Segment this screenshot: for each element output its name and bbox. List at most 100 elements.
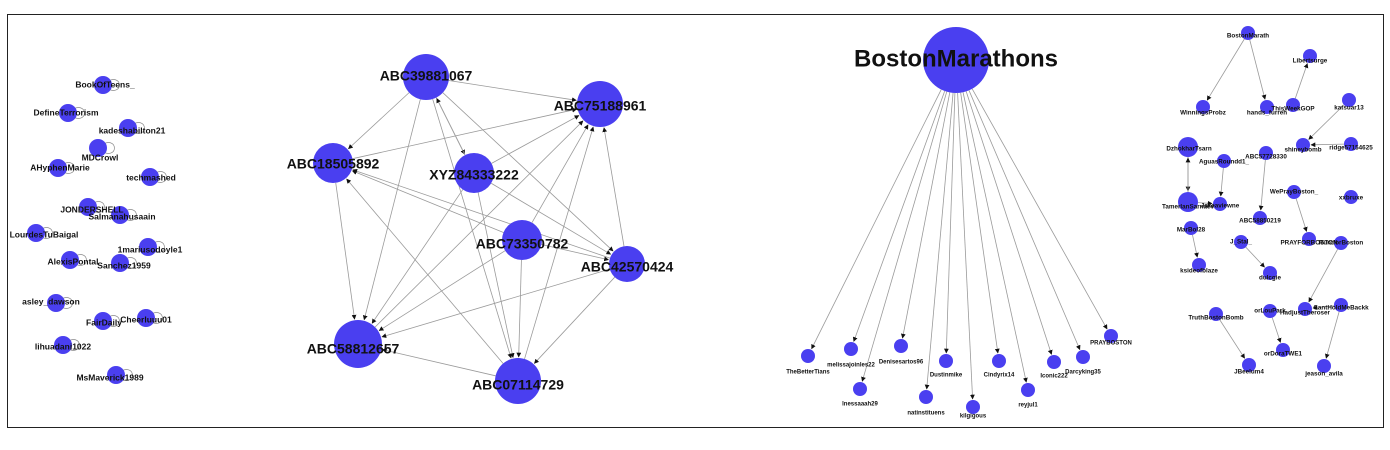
node-BM[interactable]	[923, 27, 989, 93]
node-label-A18: ABC18505892	[287, 156, 380, 172]
node-label-q3: WinningsProbz	[1180, 110, 1226, 117]
node-label-q5: ThisWeekGOP	[1271, 106, 1314, 113]
node-p1n14[interactable]	[137, 309, 155, 327]
node-label-q18: J_Stal_	[1230, 239, 1253, 246]
node-q23[interactable]	[1334, 298, 1348, 312]
node-label-q25: HadjustTheroser	[1280, 310, 1331, 317]
node-t9[interactable]	[1021, 383, 1035, 397]
node-label-p1n3: kadeshabilton21	[99, 125, 166, 135]
node-label-p1n8: Salmanahusaain	[88, 211, 155, 221]
node-q16[interactable]	[1344, 190, 1358, 204]
edge-A18-A58	[335, 182, 357, 320]
node-A73[interactable]	[502, 220, 542, 260]
edge-BM-t7	[957, 92, 975, 400]
node-q28[interactable]	[1242, 358, 1256, 372]
node-t4[interactable]	[894, 339, 908, 353]
node-label-p1n13: asley_dawson	[22, 296, 80, 306]
edge-q24-q27	[1271, 317, 1282, 343]
node-A58[interactable]	[334, 320, 382, 368]
node-p1n7[interactable]	[79, 198, 97, 216]
node-p1n10[interactable]	[139, 238, 157, 256]
node-p1n1[interactable]	[94, 76, 112, 94]
node-q24[interactable]	[1263, 304, 1277, 318]
node-q25[interactable]	[1298, 302, 1312, 316]
node-q4[interactable]	[1260, 100, 1274, 114]
node-t3[interactable]	[853, 382, 867, 396]
node-A75[interactable]	[577, 81, 623, 127]
node-q21[interactable]	[1192, 258, 1206, 272]
edge-A42-A07	[534, 276, 616, 364]
node-q29[interactable]	[1317, 359, 1331, 373]
node-q20[interactable]	[1334, 236, 1348, 250]
edge-q9-q15	[1258, 159, 1266, 211]
node-q18[interactable]	[1234, 235, 1248, 249]
edge-q1-q4	[1249, 39, 1267, 100]
node-p1n2[interactable]	[59, 104, 77, 122]
edge-A39-A42	[442, 92, 614, 252]
node-t5[interactable]	[919, 390, 933, 404]
node-p1n11[interactable]	[61, 251, 79, 269]
node-p1n3[interactable]	[119, 119, 137, 137]
node-q17[interactable]	[1184, 221, 1198, 235]
node-t1[interactable]	[801, 349, 815, 363]
edge-X84-A58	[371, 189, 464, 324]
node-A42[interactable]	[609, 246, 645, 282]
node-label-q1: BostonMarath	[1227, 33, 1269, 40]
node-q27[interactable]	[1276, 343, 1290, 357]
node-t6[interactable]	[939, 354, 953, 368]
node-label-BM: BostonMarathons	[854, 45, 1058, 72]
node-p1n13[interactable]	[47, 294, 65, 312]
node-q12[interactable]	[1178, 192, 1198, 212]
node-t10[interactable]	[1047, 355, 1061, 369]
node-label-q9: ABC57728330	[1245, 154, 1287, 161]
node-q19[interactable]	[1302, 232, 1316, 246]
node-q26[interactable]	[1209, 307, 1223, 321]
node-A18[interactable]	[313, 143, 353, 183]
node-q10[interactable]	[1296, 138, 1310, 152]
node-p1n6[interactable]	[141, 168, 159, 186]
node-q22[interactable]	[1263, 266, 1277, 280]
node-t12[interactable]	[1104, 329, 1118, 343]
node-q2[interactable]	[1303, 49, 1317, 63]
node-t7[interactable]	[966, 400, 980, 414]
node-q14[interactable]	[1287, 185, 1301, 199]
node-A07[interactable]	[495, 358, 541, 404]
node-q1[interactable]	[1241, 26, 1255, 40]
node-q6[interactable]	[1342, 93, 1356, 107]
node-p1n12[interactable]	[111, 254, 129, 272]
node-p1n9[interactable]	[27, 224, 45, 242]
node-label-p1n5: AHyphenMarie	[30, 162, 90, 172]
node-p1n15[interactable]	[94, 312, 112, 330]
node-t2[interactable]	[844, 342, 858, 356]
node-label-A42: ABC42570424	[581, 259, 674, 275]
node-q9[interactable]	[1259, 146, 1273, 160]
self-loop-p1n4	[104, 142, 115, 154]
node-p1n8[interactable]	[111, 206, 129, 224]
node-q3[interactable]	[1196, 100, 1210, 114]
node-t8[interactable]	[992, 354, 1006, 368]
node-p1n5[interactable]	[49, 159, 67, 177]
node-q15[interactable]	[1253, 211, 1267, 225]
edge-q11-q10	[1310, 142, 1345, 148]
edge-BM-t9	[962, 92, 1028, 383]
node-label-p1n2: DefineTerrorism	[33, 107, 98, 117]
self-loop-p1n11	[76, 254, 87, 266]
node-q13[interactable]	[1213, 197, 1227, 211]
node-q7[interactable]	[1178, 137, 1198, 157]
node-q5[interactable]	[1286, 98, 1300, 112]
node-X84[interactable]	[454, 153, 494, 193]
self-loop-p1n5	[64, 162, 75, 174]
edge-A42-A75	[602, 127, 625, 247]
node-p1n17[interactable]	[107, 366, 125, 384]
node-label-q23: CantHoldMeBackk	[1313, 305, 1369, 312]
node-label-q22: dulcgie	[1259, 275, 1282, 282]
node-A39[interactable]	[403, 54, 449, 100]
node-p1n4[interactable]	[89, 139, 107, 157]
node-t11[interactable]	[1076, 350, 1090, 364]
node-label-t3: lnessaaah29	[842, 402, 878, 408]
node-p1n16[interactable]	[54, 336, 72, 354]
node-label-A07: ABC07114729	[472, 377, 564, 393]
node-q11[interactable]	[1344, 137, 1358, 151]
node-label-A75: ABC75188961	[554, 98, 647, 114]
node-q8[interactable]	[1217, 154, 1231, 168]
